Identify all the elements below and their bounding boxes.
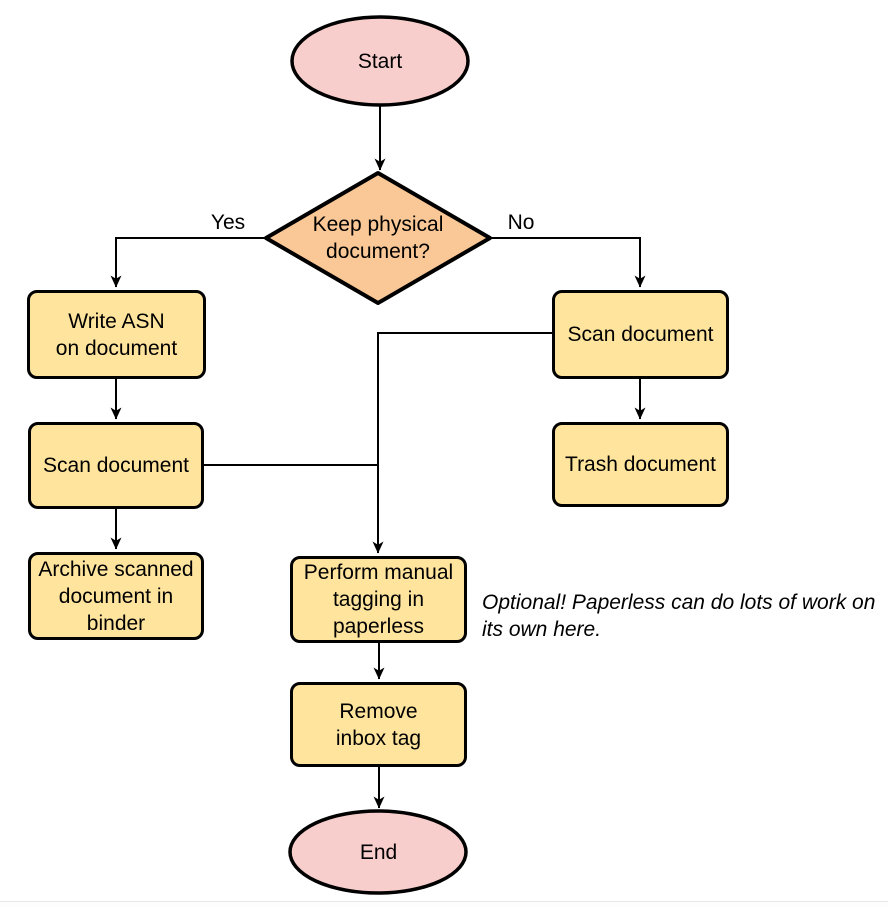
edge-decision-no-to-scan-right: [491, 237, 646, 288]
decision-diamond-shape: [264, 171, 492, 305]
process-archive-binder: Archive scanned document in binder: [28, 552, 204, 640]
no-branch-label: No: [507, 210, 535, 234]
process-scan-document-left: Scan document: [28, 422, 204, 509]
decision-node-label: Keep physical document?: [312, 213, 444, 263]
process-scan-document-right: Scan document: [552, 290, 729, 379]
page-divider: [0, 901, 888, 907]
process-manual-tagging: Perform manual tagging in paperless: [290, 556, 467, 643]
process-write-asn: Write ASN on document: [27, 290, 206, 379]
process-remove-inbox-tag: Remove inbox tag: [290, 682, 467, 767]
edge-scan-right-to-tagging: [372, 332, 552, 554]
end-node-label: End: [359, 841, 398, 864]
process-trash-document: Trash document: [552, 422, 729, 507]
start-node-label: Start: [357, 49, 403, 73]
yes-branch-label: Yes: [210, 210, 246, 234]
optional-note: Optional! Paperless can do lots of work …: [482, 591, 876, 641]
end-terminator-shape: [288, 809, 468, 895]
start-terminator-shape: [290, 15, 470, 107]
edge-decision-yes-to-write-asn: [110, 237, 265, 288]
